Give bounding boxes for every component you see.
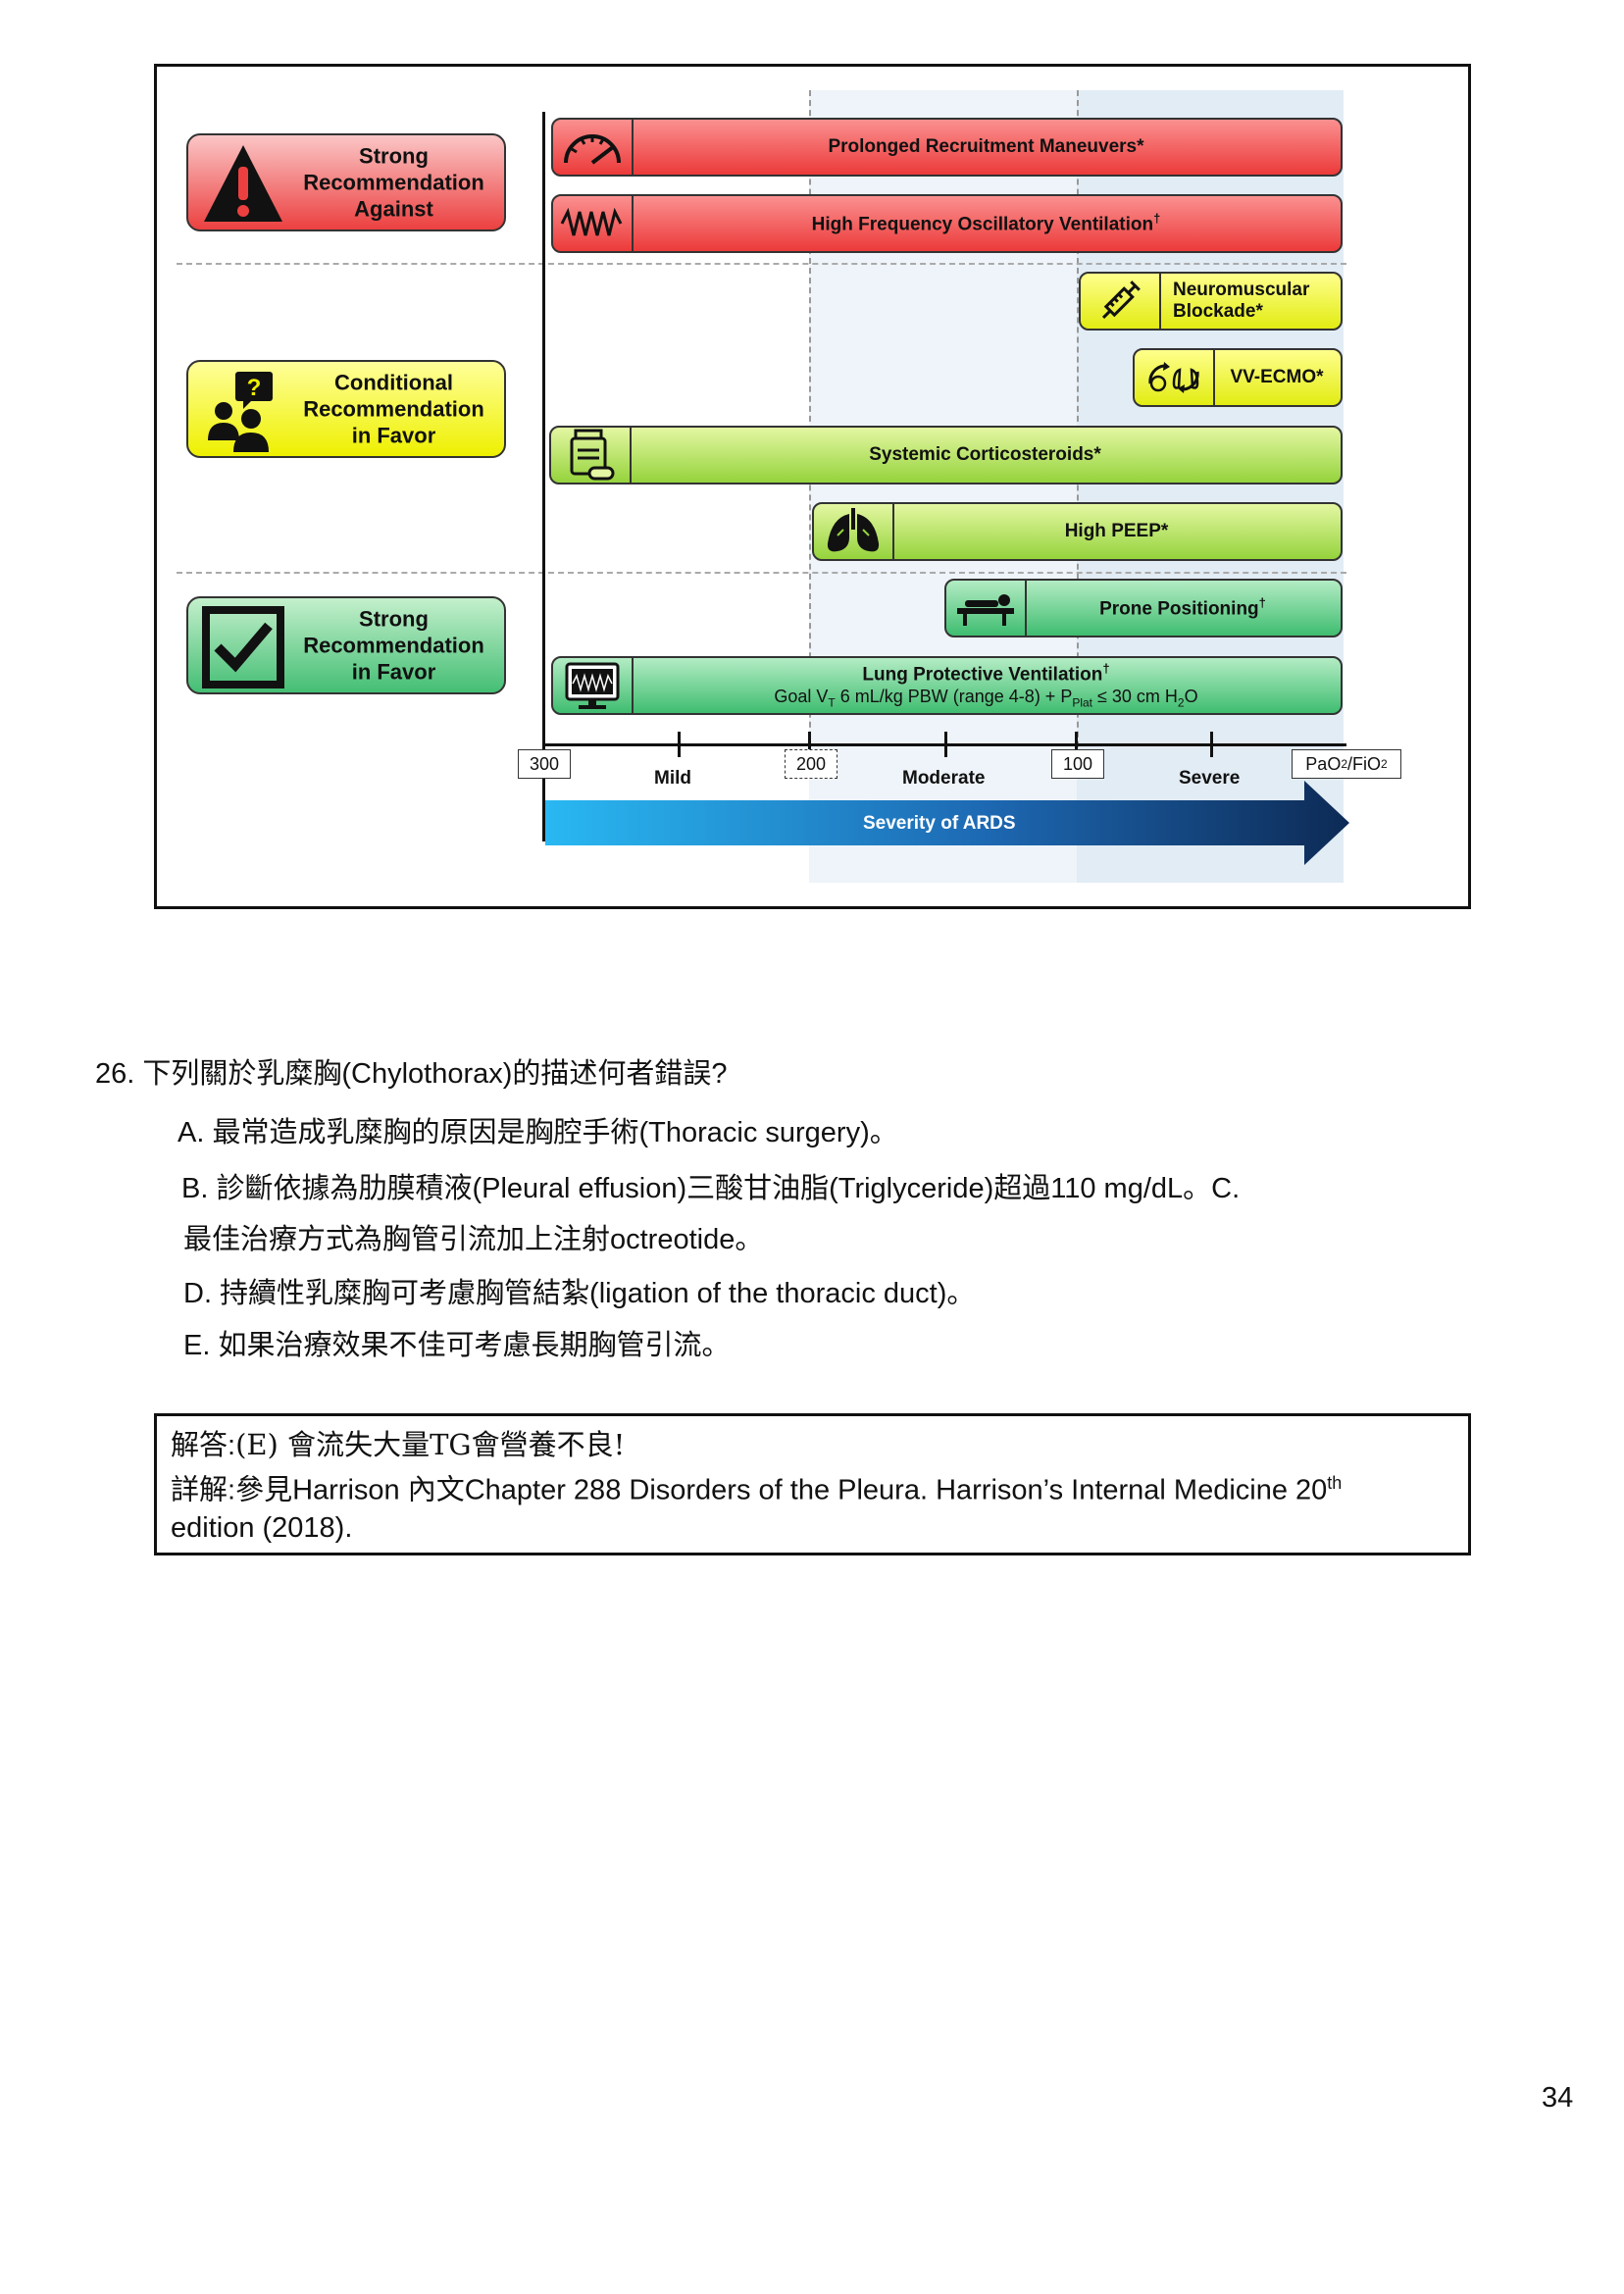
bar-neuromuscular-blockade-label: Neuromuscular Blockade* xyxy=(1173,280,1310,322)
strong-against-label: Strong Recommendation Against xyxy=(303,143,484,222)
bar-hfov-label: High Frequency Oscillatory Ventilation† xyxy=(811,211,1161,235)
bar-prolonged-recruitment: Prolonged Recruitment Maneuvers* xyxy=(551,118,1343,177)
detail-line-2: edition (2018). xyxy=(171,1511,353,1544)
conditional-favor-label: Conditional Recommendation in Favor xyxy=(303,370,484,448)
option-d: D. 持續性乳糜胸可考慮胸管結紮(ligation of the thoraci… xyxy=(183,1278,976,1309)
bar-systemic-corticosteroids: Systemic Corticosteroids* xyxy=(549,426,1343,484)
axis-tick-200: 200 xyxy=(785,749,837,779)
axis-tick-100: 100 xyxy=(1051,749,1104,779)
category-mild: Mild xyxy=(654,768,691,789)
lungs-icon xyxy=(827,508,880,552)
tick-200 xyxy=(808,732,811,757)
vertical-axis-line xyxy=(542,112,545,841)
detail-line: 詳解:參見Harrison 內文Chapter 288 Disorders of… xyxy=(171,1473,1343,1506)
row-divider-1 xyxy=(177,263,1346,265)
bar-vv-ecmo: VV-ECMO* xyxy=(1133,348,1343,407)
bar-high-peep: High PEEP* xyxy=(812,502,1343,561)
checkbox-icon xyxy=(202,606,284,688)
ventilator-monitor-icon xyxy=(565,662,620,709)
bar-high-peep-label: High PEEP* xyxy=(1064,521,1169,541)
tick-mild xyxy=(678,732,681,757)
answer-line: 解答:(E) 會流失大量TG會營養不良! xyxy=(171,1428,626,1461)
option-e: E. 如果治療效果不佳可考慮長期胸管引流。 xyxy=(183,1330,731,1361)
conditional-favor-box: ? Conditional Recommendation in Favor xyxy=(186,360,506,458)
pill-bottle-icon xyxy=(570,429,615,481)
bar-vv-ecmo-label: VV-ECMO* xyxy=(1230,367,1324,387)
tick-severe xyxy=(1210,732,1213,757)
svg-text:?: ? xyxy=(247,375,262,401)
ecmo-icon xyxy=(1148,362,1199,393)
lpv-goal-text: Goal VT 6 mL/kg PBW (range 4-8) + PPlat … xyxy=(774,686,1198,710)
category-moderate: Moderate xyxy=(902,768,986,789)
strong-favor-box: Strong Recommendation in Favor xyxy=(186,596,506,694)
answer-box: 解答:(E) 會流失大量TG會營養不良! 詳解:參見Harrison 內文Cha… xyxy=(154,1413,1471,1555)
severity-arrow xyxy=(545,781,1349,865)
strong-favor-label: Strong Recommendation in Favor xyxy=(303,606,484,685)
warning-triangle-icon xyxy=(204,145,282,222)
ards-management-figure: Strong Recommendation Against ? Conditio… xyxy=(154,64,1471,909)
bar-prone-positioning: Prone Positioning† xyxy=(944,579,1343,637)
row-divider-2 xyxy=(177,572,1346,574)
bar-neuromuscular-blockade: Neuromuscular Blockade* xyxy=(1079,272,1343,331)
strong-against-box: Strong Recommendation Against xyxy=(186,133,506,231)
waveform-icon xyxy=(560,207,623,236)
people-question-icon: ? xyxy=(208,372,273,452)
question-stem: 26. 下列關於乳糜胸(Chylothorax)的描述何者錯誤? xyxy=(95,1058,728,1090)
severity-arrow-label: Severity of ARDS xyxy=(863,813,1016,834)
category-severe: Severe xyxy=(1179,768,1241,789)
bar-lung-protective-ventilation: Lung Protective Ventilation† Goal VT 6 m… xyxy=(551,656,1343,715)
bar-systemic-corticosteroids-label: Systemic Corticosteroids* xyxy=(869,444,1101,465)
gauge-icon xyxy=(564,134,621,165)
bar-prolonged-recruitment-label: Prolonged Recruitment Maneuvers* xyxy=(828,136,1144,157)
axis-tick-300: 300 xyxy=(518,749,571,779)
tick-moderate xyxy=(944,732,947,757)
option-a: A. 最常造成乳糜胸的原因是胸腔手術(Thoracic surgery)。 xyxy=(178,1117,898,1148)
bar-lung-protective-ventilation-label: Lung Protective Ventilation† xyxy=(862,660,1110,685)
syringe-icon xyxy=(1101,280,1141,320)
option-b: B. 診斷依據為肋膜積液(Pleural effusion)三酸甘油脂(Trig… xyxy=(181,1173,1241,1204)
tick-100 xyxy=(1075,732,1078,757)
bar-prone-positioning-label: Prone Positioning† xyxy=(1099,595,1266,620)
option-c: 最佳治療方式為胸管引流加上注射octreotide。 xyxy=(183,1224,764,1255)
bar-hfov: High Frequency Oscillatory Ventilation† xyxy=(551,194,1343,253)
page-number: 34 xyxy=(1542,2082,1574,2114)
prone-patient-icon xyxy=(957,594,1014,626)
